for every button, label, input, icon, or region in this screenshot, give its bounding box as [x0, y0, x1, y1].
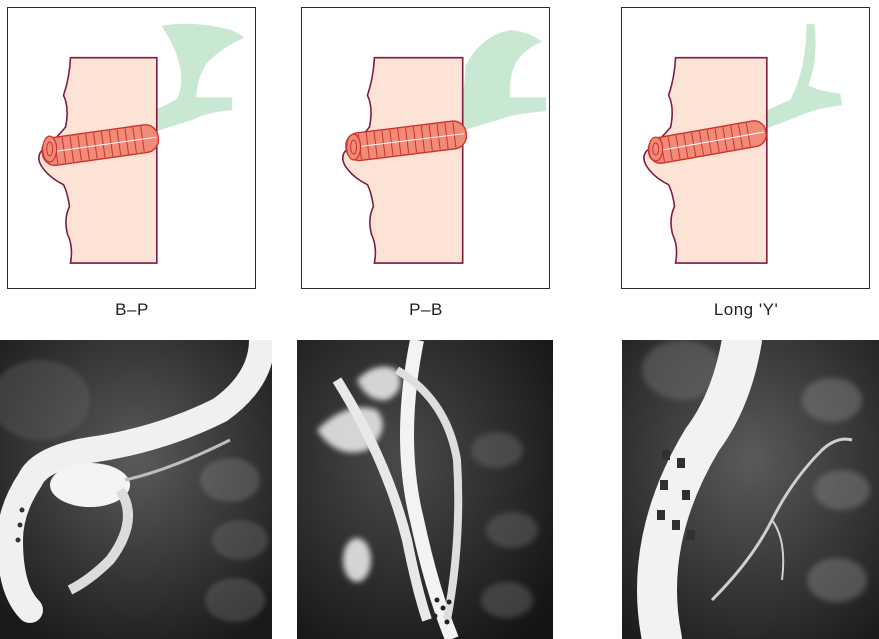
caption-bp: B–P [2, 300, 262, 320]
bile-duct-shape [157, 24, 244, 131]
radiograph-pb [297, 340, 553, 639]
caption-pb: P–B [296, 300, 556, 320]
schematic-panel-longy [621, 7, 870, 289]
radiograph-longy [622, 340, 879, 639]
schematic-panel-bp [7, 7, 256, 289]
radiograph-bp [0, 340, 272, 639]
schematic-longy-drawing [622, 8, 869, 288]
bile-duct-shape [765, 24, 842, 129]
caption-longy: Long 'Y' [616, 300, 876, 320]
schematic-panel-pb [301, 7, 550, 289]
radiograph-pb-image [297, 340, 553, 639]
schematic-pb-drawing [302, 8, 549, 288]
schematic-bp-drawing [8, 8, 255, 288]
radiograph-bp-image [0, 340, 272, 639]
bile-duct-shape [461, 30, 546, 131]
radiograph-longy-image [622, 340, 879, 639]
